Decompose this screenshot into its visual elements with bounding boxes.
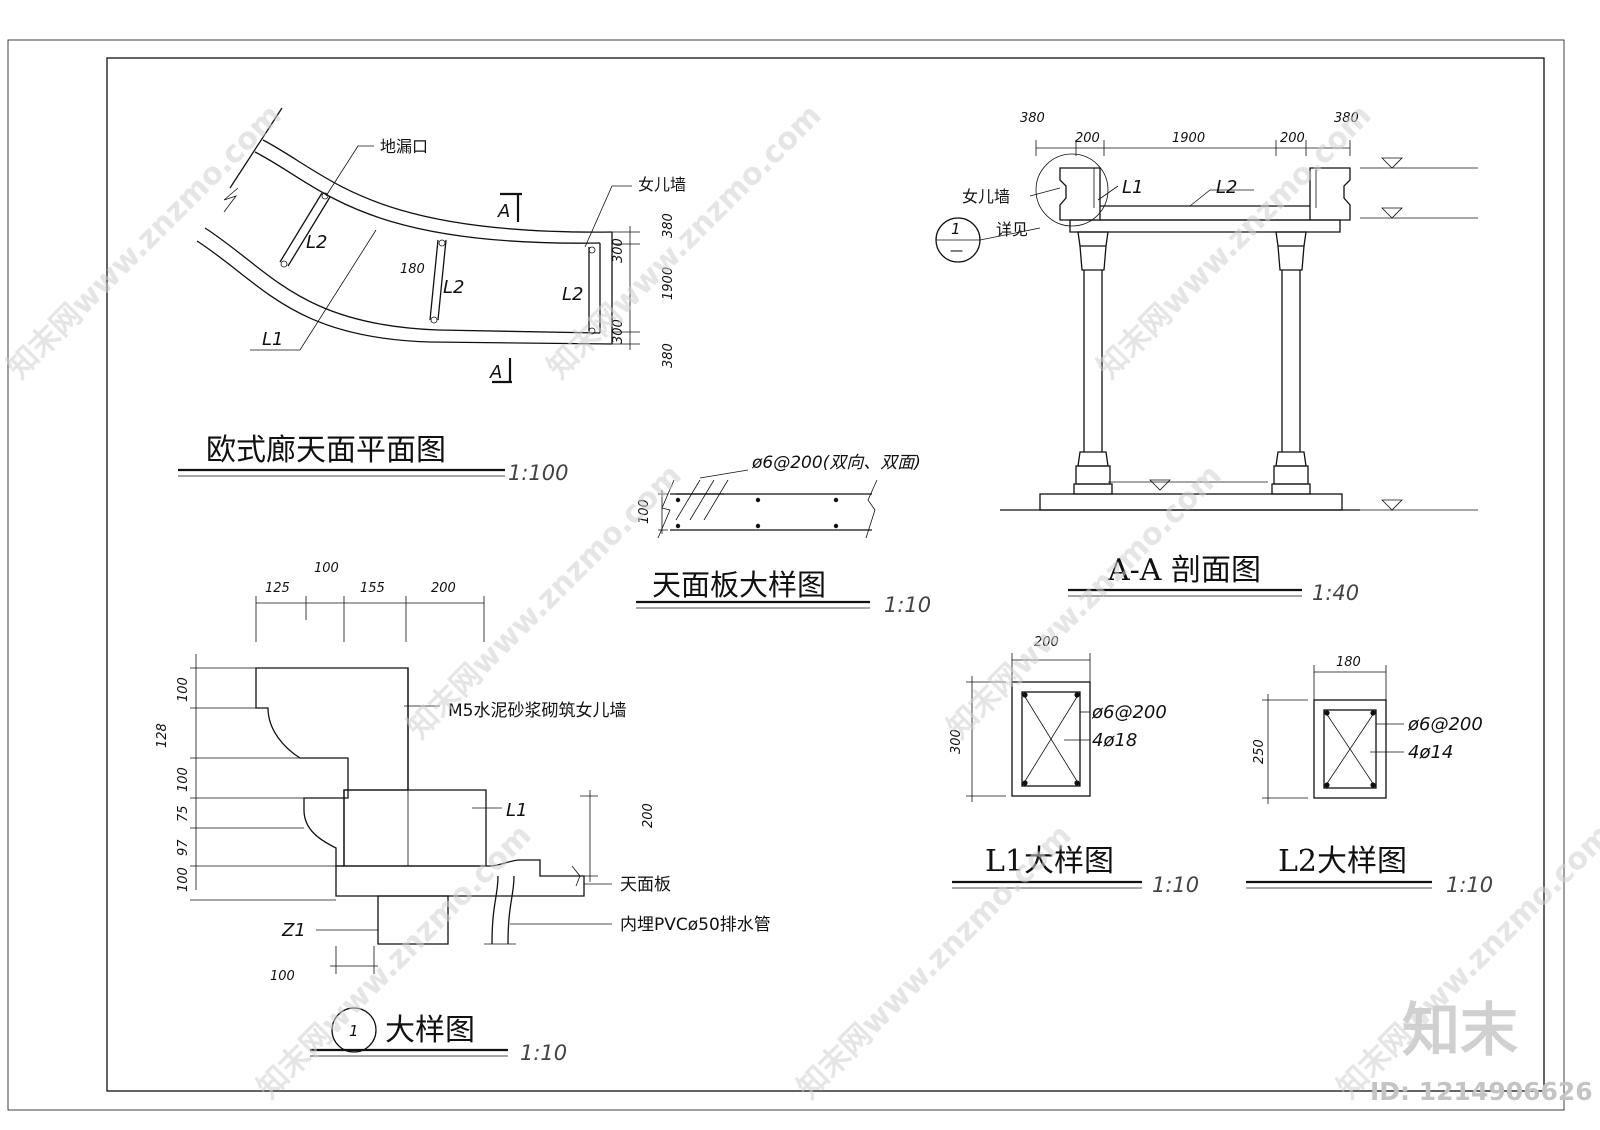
sec-dim-200-right: 200 xyxy=(1280,131,1305,146)
det-detail-num: 1 xyxy=(349,1022,359,1040)
slab-scale: 1:10 xyxy=(884,593,931,617)
sec-detail-sheet: 一 xyxy=(950,245,963,260)
detail-scale: 1:10 xyxy=(520,1041,567,1065)
l1-dim-w: 200 xyxy=(1034,635,1059,650)
l2-dim-h: 250 xyxy=(1252,739,1267,764)
watermark-site-6: 知末网www.znzmo.com xyxy=(251,818,539,1106)
l2-title: L2大样图 xyxy=(1278,844,1407,879)
l2-main-bar: 4ø14 xyxy=(1408,742,1453,763)
plan-title: 欧式廊天面平面图 xyxy=(206,433,446,468)
det-dim-125: 125 xyxy=(265,581,290,596)
label-l2-b: L2 xyxy=(443,277,464,298)
label-drain: 地漏口 xyxy=(380,137,428,156)
beam-l1-detail: 200 300 ø6@200 4ø18 L1大样图 1:10 xyxy=(949,635,1199,897)
detail-title: 大样图 xyxy=(385,1013,475,1048)
inner-border xyxy=(106,57,1545,1092)
det-note-parapet: M5水泥砂浆砌筑女儿墙 xyxy=(448,701,626,721)
l2-dim-w: 180 xyxy=(1336,655,1361,670)
det-dim-v-75: 75 xyxy=(176,805,191,822)
dim-300-top: 300 xyxy=(611,238,626,263)
label-l2-a: L2 xyxy=(306,232,327,253)
sec-label-parapet: 女儿墙 xyxy=(962,187,1010,206)
section-aa: 380 200 1900 200 380 1 一 详见 女儿墙 L1 L2 xyxy=(935,111,1478,605)
outer-border xyxy=(7,39,1565,1111)
sec-label-see: 详见 xyxy=(996,220,1028,239)
sec-label-l1: L1 xyxy=(1122,177,1143,198)
slab-dim-100: 100 xyxy=(637,499,652,524)
watermark-logo: 知末 xyxy=(1402,996,1518,1064)
slab-detail: 100 ø6@200(双向、双面) 天面板大样图 1:10 xyxy=(636,453,931,617)
slab-rebar-note: ø6@200(双向、双面) xyxy=(751,453,921,473)
section-title: A-A 剖面图 xyxy=(1107,553,1261,588)
l2-stirrup: ø6@200 xyxy=(1407,714,1483,735)
dim-300-bottom: 300 xyxy=(611,319,626,344)
l1-scale: 1:10 xyxy=(1152,873,1199,897)
sec-dim-200-left: 200 xyxy=(1075,131,1100,146)
dim-380-top: 380 xyxy=(661,213,676,238)
watermark-site-7: 知末网www.znzmo.com xyxy=(791,818,1079,1106)
sec-detail-num: 1 xyxy=(951,220,961,238)
roof-plan: 地漏口 女儿墙 L1 L2 L2 L2 180 A A 300 1900 300… xyxy=(178,107,686,485)
det-dim-v-100a: 100 xyxy=(176,677,191,702)
section-mark-a-top: A xyxy=(497,201,510,222)
det-dim-200: 200 xyxy=(431,581,456,596)
det-dim-bottom-100: 100 xyxy=(270,969,295,984)
beam-l2-detail: 180 250 ø6@200 4ø14 L2大样图 1:10 xyxy=(1246,655,1493,897)
l1-dim-h: 300 xyxy=(949,729,964,754)
dim-180: 180 xyxy=(400,262,425,277)
l1-main-bar: 4ø18 xyxy=(1092,730,1137,751)
slab-title: 天面板大样图 xyxy=(652,568,826,602)
watermark-site-3: 知末网www.znzmo.com xyxy=(1091,98,1379,386)
watermark-site-2: 知末网www.znzmo.com xyxy=(541,98,829,386)
det-dim-155: 155 xyxy=(360,581,385,596)
watermark-site-1: 知末网www.znzmo.com xyxy=(1,98,289,386)
det-dim-v-128: 128 xyxy=(155,723,170,748)
watermark-site-5: 知末网www.znzmo.com xyxy=(941,458,1229,746)
det-dim-v-200: 200 xyxy=(641,803,656,828)
det-dim-v-100b: 100 xyxy=(176,767,191,792)
det-dim-top-100: 100 xyxy=(314,561,339,576)
det-dim-v-97: 97 xyxy=(176,839,191,856)
label-parapet: 女儿墙 xyxy=(638,175,686,194)
sec-dim-380-right: 380 xyxy=(1334,111,1359,126)
label-l1: L1 xyxy=(262,329,283,350)
watermark-id: ID: 1214906626 xyxy=(1370,1077,1593,1106)
det-note-z1: Z1 xyxy=(281,920,306,941)
l1-title: L1大样图 xyxy=(985,844,1114,879)
dim-1900: 1900 xyxy=(661,267,676,300)
sec-label-l2: L2 xyxy=(1216,177,1237,198)
det-note-l1: L1 xyxy=(506,800,527,821)
section-scale: 1:40 xyxy=(1312,581,1359,605)
det-dim-v-100c: 100 xyxy=(176,867,191,892)
dim-380-bottom: 380 xyxy=(661,343,676,368)
l2-scale: 1:10 xyxy=(1446,873,1493,897)
section-mark-a-bottom: A xyxy=(489,362,502,383)
sec-dim-380-left: 380 xyxy=(1020,111,1045,126)
det-note-pipe: 内埋PVCø50排水管 xyxy=(620,915,771,935)
parapet-detail: 100 125 155 200 100 128 100 75 97 100 20… xyxy=(155,561,771,1065)
l1-stirrup: ø6@200 xyxy=(1091,702,1167,723)
plan-scale: 1:100 xyxy=(508,461,569,485)
sec-dim-1900: 1900 xyxy=(1172,131,1205,146)
label-l2-c: L2 xyxy=(562,284,583,305)
det-note-slab: 天面板 xyxy=(620,875,671,895)
